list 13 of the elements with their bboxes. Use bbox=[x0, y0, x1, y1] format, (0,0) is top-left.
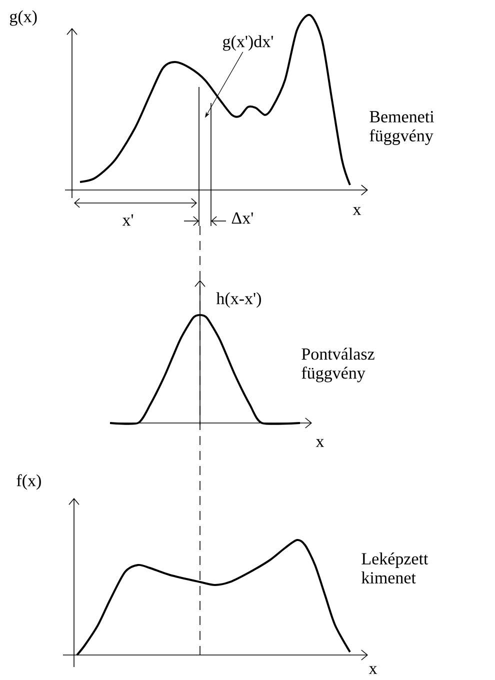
axis-label: x bbox=[352, 207, 362, 215]
callout-label: g(x')dx' bbox=[223, 35, 273, 51]
axis-label: Pontválasz függvény bbox=[302, 348, 374, 382]
axis-label: Δx' bbox=[232, 212, 253, 224]
axis-label: Bemeneti függvény bbox=[370, 111, 434, 145]
axis-label: g(x) bbox=[10, 10, 37, 26]
axis-label: x' bbox=[122, 214, 134, 226]
axis-label: x bbox=[368, 666, 378, 674]
strip-drawing bbox=[198, 86, 212, 226]
axis-label: h(x-x') bbox=[216, 292, 261, 308]
axis-label: f(x) bbox=[16, 474, 41, 490]
axis-label: Leképzett kimenet bbox=[362, 552, 428, 584]
axis-label: x bbox=[316, 439, 324, 447]
